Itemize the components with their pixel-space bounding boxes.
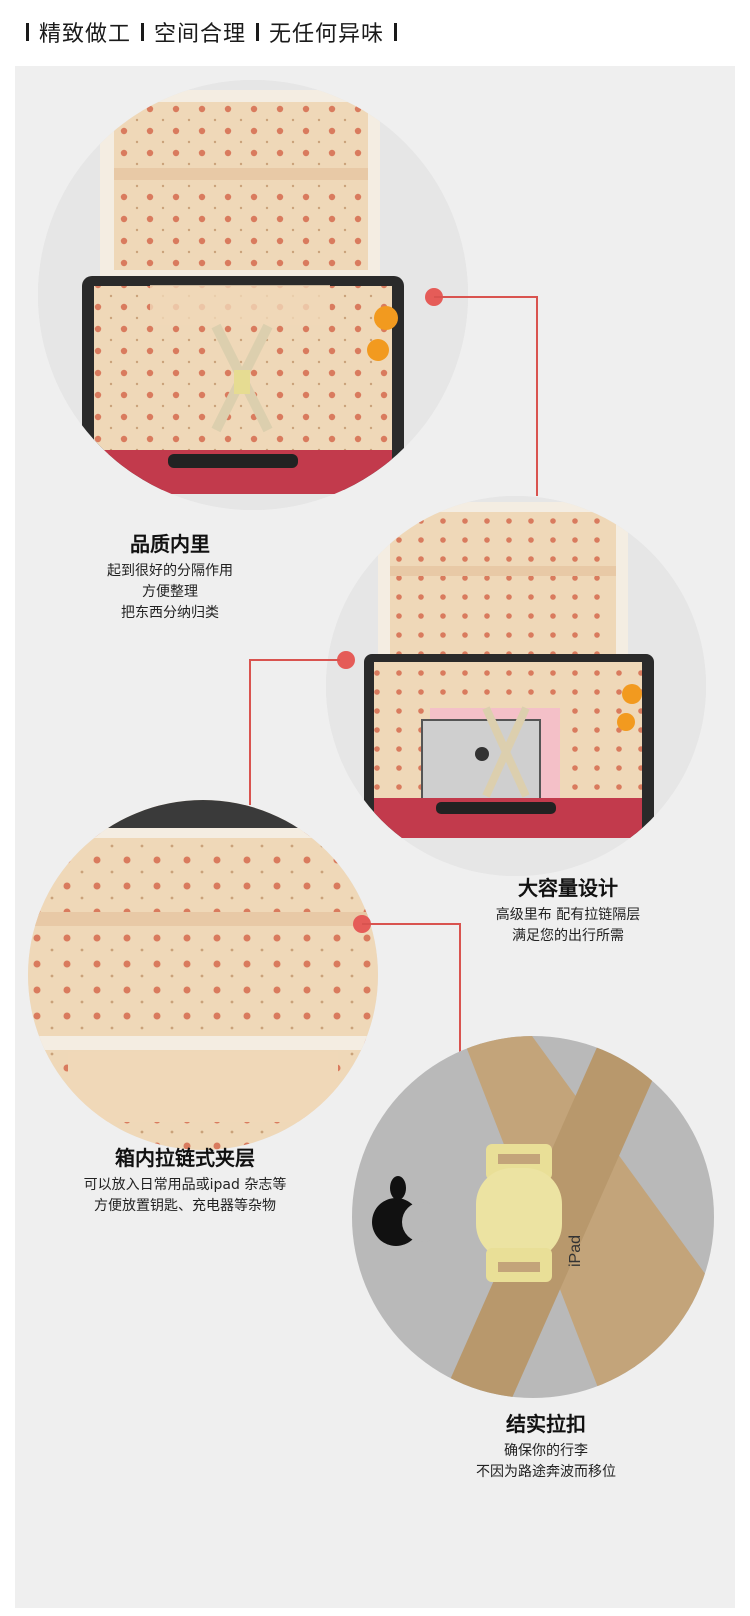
connector-dot: [337, 651, 355, 669]
feature-title: 箱内拉链式夹层: [115, 1146, 255, 1170]
feature-line: 把东西分纳归类: [121, 605, 219, 621]
suitcase-open-image: [38, 80, 468, 510]
connector-line: [434, 296, 537, 298]
feature-line: 不因为路途奔波而移位: [476, 1464, 616, 1480]
feature-line: 高级里布 配有拉链隔层: [495, 907, 641, 923]
divider-bar: [26, 23, 29, 41]
apple-logo-icon: [372, 1176, 442, 1246]
connector-line: [459, 923, 461, 1073]
connector-line: [250, 659, 340, 661]
tagline-item-odor: 无任何异味: [269, 22, 385, 47]
feature-caption-buckle: 结实拉扣 确保你的行李 不因为路途奔波而移位: [436, 1408, 656, 1483]
tagline-item-craft: 精致做工: [39, 22, 132, 47]
connector-line: [536, 296, 538, 496]
feature-caption-zipper-pocket: 箱内拉链式夹层 可以放入日常用品或ipad 杂志等 方便放置钥匙、充电器等杂物: [60, 1142, 310, 1217]
tagline-item-space: 空间合理: [154, 22, 247, 47]
feature-line: 可以放入日常用品或ipad 杂志等: [83, 1177, 287, 1193]
feature-line: 方便放置钥匙、充电器等杂物: [94, 1198, 276, 1214]
suitcase-with-ipad-image: [326, 496, 706, 876]
feature-line: 满足您的出行所需: [512, 928, 624, 944]
connector-line: [249, 659, 251, 805]
feature-caption-lining: 品质内里 起到很好的分隔作用 方便整理 把东西分纳归类: [80, 528, 260, 624]
divider-bar: [256, 23, 260, 41]
strap-buckle-image: iPad: [352, 1036, 714, 1398]
connector-line: [362, 923, 460, 925]
divider-bar: [394, 23, 398, 41]
feature-line: 起到很好的分隔作用: [107, 563, 233, 579]
divider-bar: [141, 23, 145, 41]
feature-line: 确保你的行李: [504, 1443, 588, 1459]
feature-caption-capacity: 大容量设计 高级里布 配有拉链隔层 满足您的出行所需: [458, 872, 678, 947]
feature-title: 大容量设计: [518, 876, 618, 900]
feature-title: 结实拉扣: [506, 1412, 586, 1436]
zipper-pocket-image: [28, 800, 378, 1150]
header-tagline: 精致做工 空间合理 无任何异味: [24, 14, 407, 50]
feature-title: 品质内里: [130, 532, 210, 556]
ipad-label: iPad: [567, 1234, 585, 1268]
feature-line: 方便整理: [142, 584, 198, 600]
